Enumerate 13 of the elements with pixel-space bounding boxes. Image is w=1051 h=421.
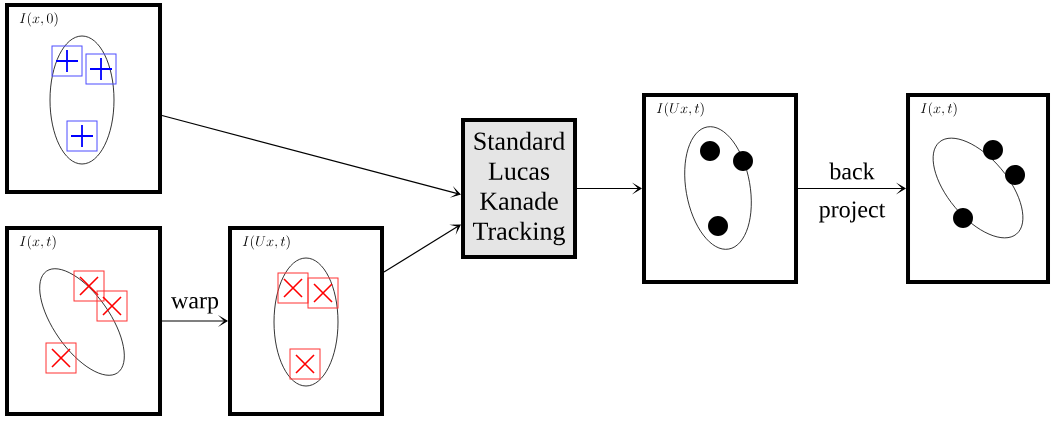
image-frame: $I(x, t)$ [906,93,1050,284]
edge-label: warp [171,297,219,314]
image-frame: $I(U x, t)$ [228,226,384,416]
arrow [797,184,906,193]
image-frame: $I(x, 0)$ [5,3,162,194]
image-frame: $I(U x, t)$ [642,93,798,284]
arrow [161,114,461,197]
process-box: Standard Lucas Kanade Tracking [461,118,577,259]
arrow [576,184,642,193]
arrow [383,224,461,273]
edge-label: back project [819,162,886,223]
image-frame: $I(x, t)$ [5,226,162,416]
arrow [161,317,228,325]
